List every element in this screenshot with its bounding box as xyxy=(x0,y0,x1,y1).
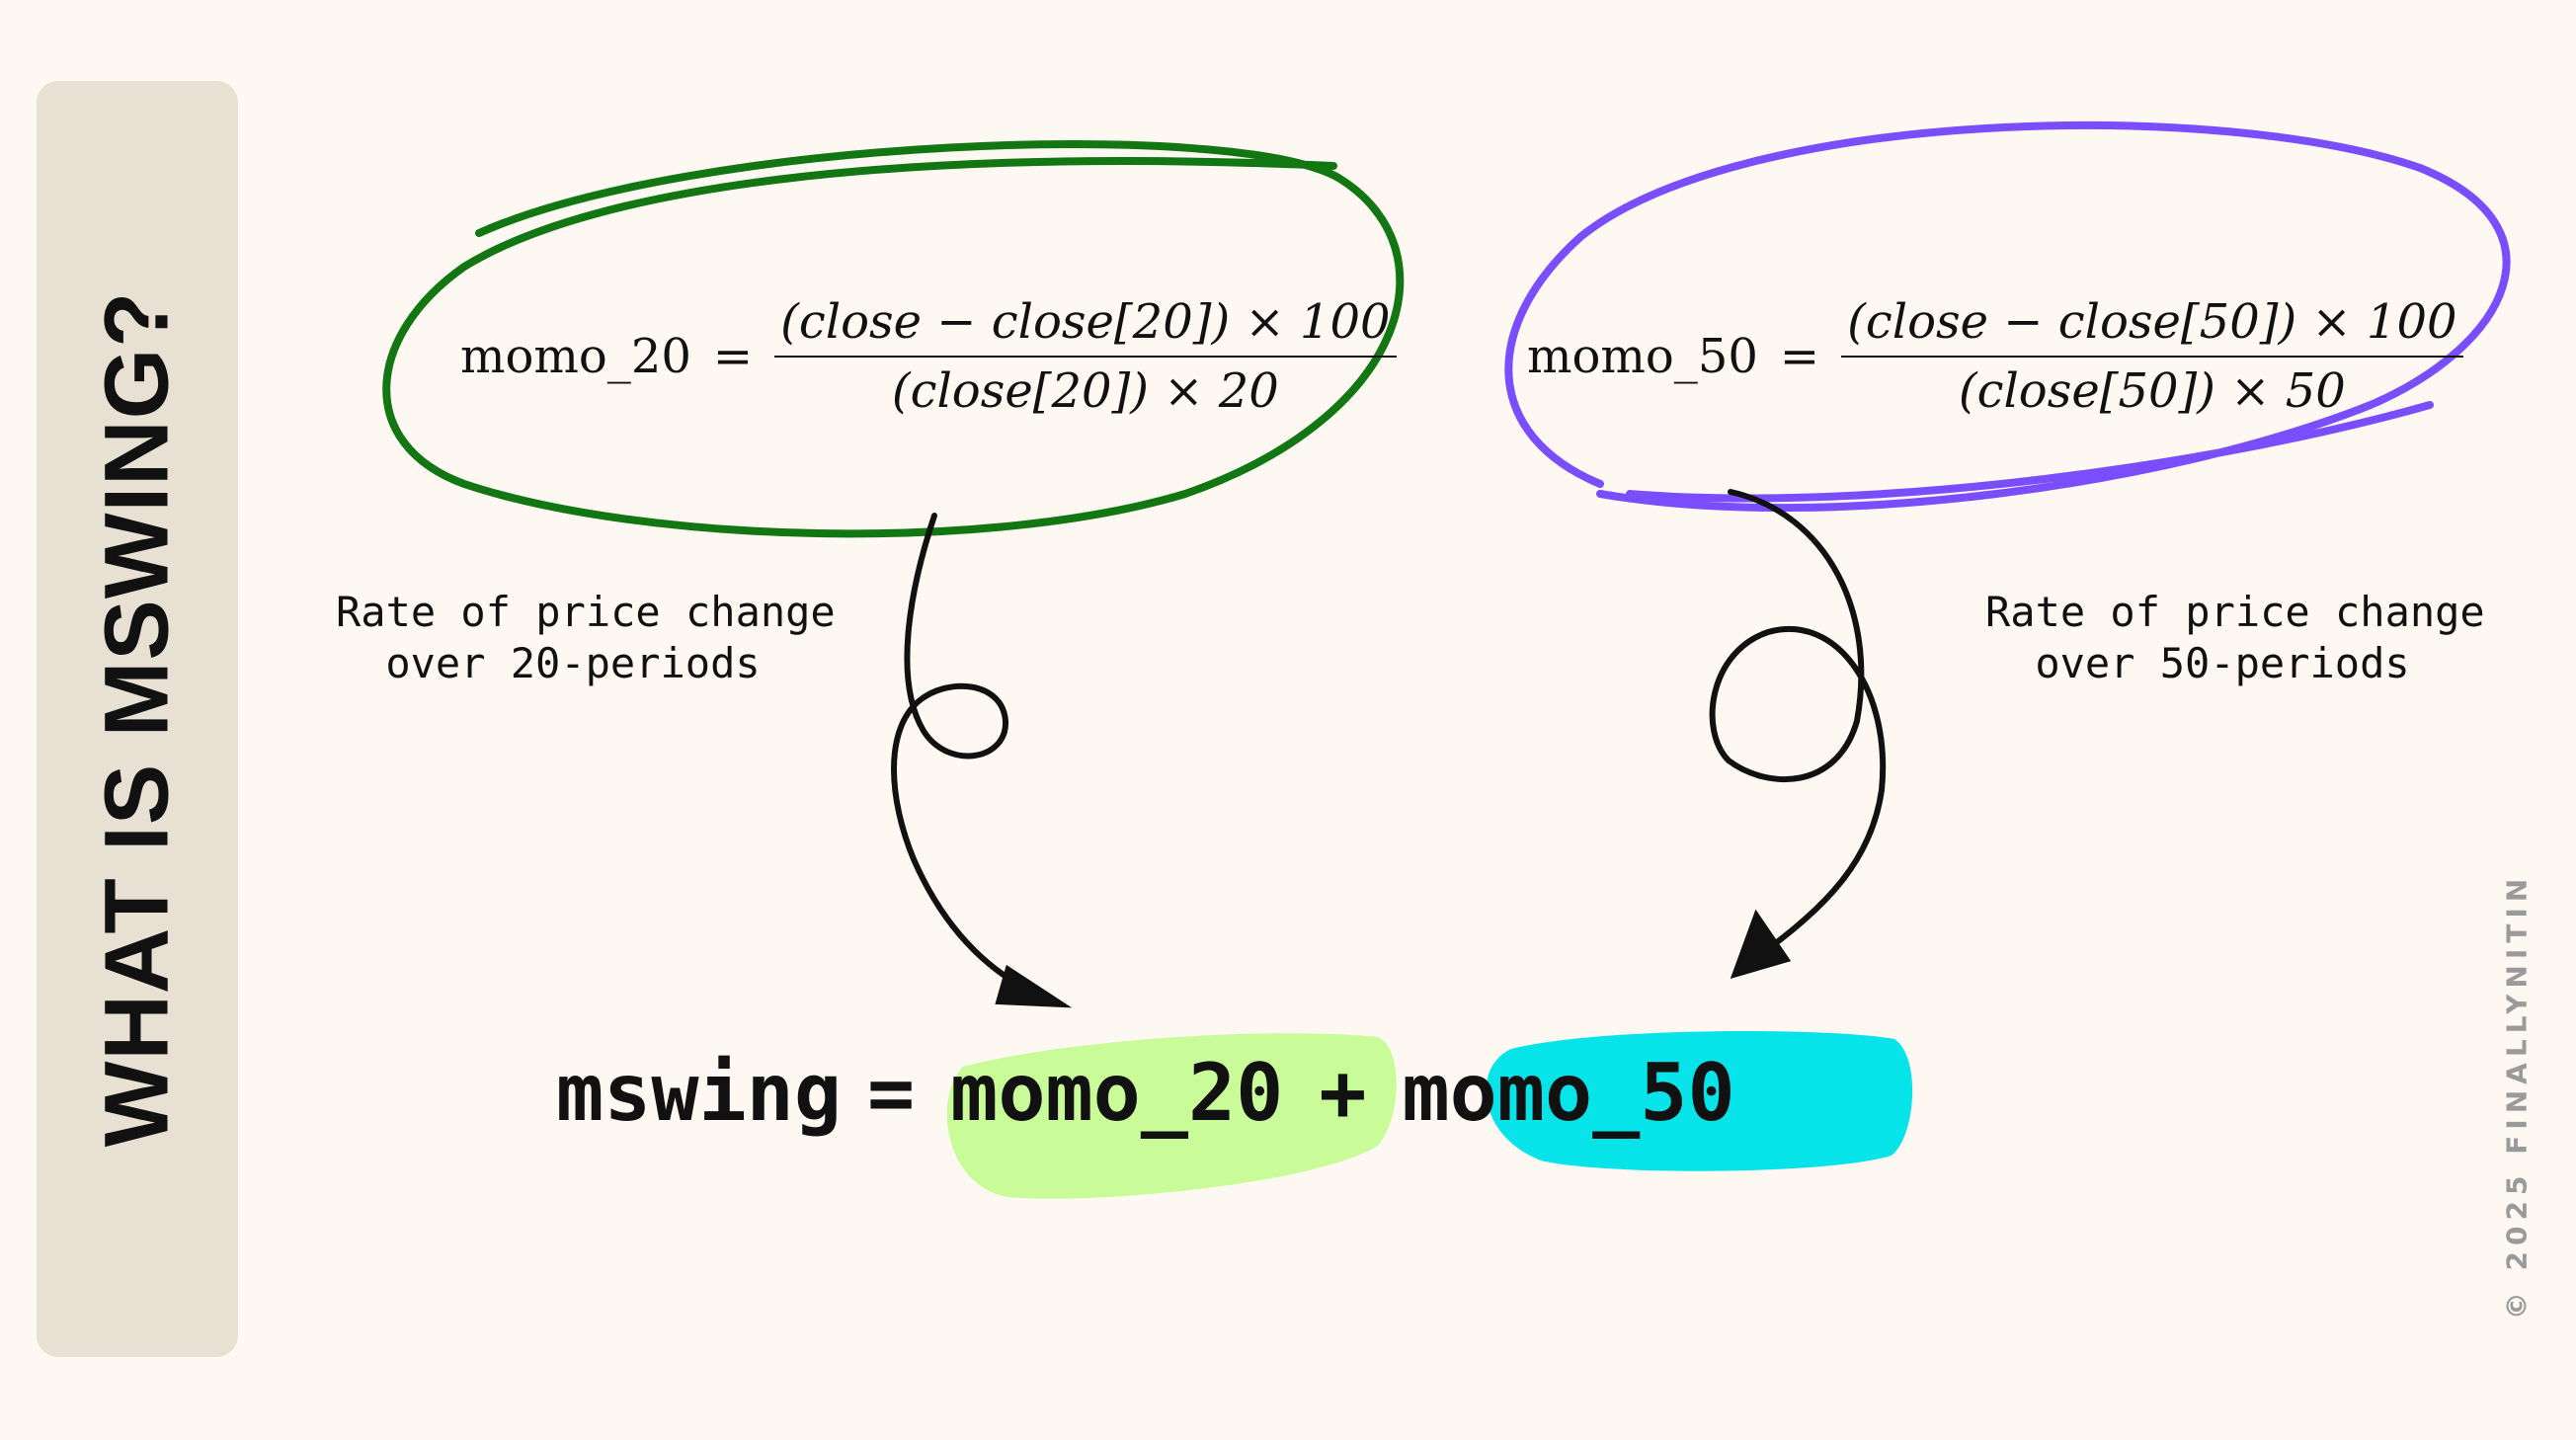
equation-term2: momo_50 xyxy=(1402,1047,1735,1139)
momo20-caption: Rate of price change over 20-periods xyxy=(336,587,836,689)
momo20-numerator: (close − close[20]) × 100 xyxy=(774,294,1397,358)
momo20-lhs: momo_20 xyxy=(460,329,691,384)
momo50-formula: momo_50 = (close − close[50]) × 100 (clo… xyxy=(1527,294,2463,419)
equation-equals: = xyxy=(866,1047,916,1139)
term2-highlight xyxy=(1486,1030,1913,1171)
momo50-fraction: (close − close[50]) × 100 (close[50]) × … xyxy=(1841,294,2463,419)
momo20-caption-line2: over 20-periods xyxy=(385,639,761,687)
momo20-formula: momo_20 = (close − close[20]) × 100 (clo… xyxy=(460,294,1397,419)
momo50-caption: Rate of price change over 50-periods xyxy=(1985,587,2485,689)
momo50-numerator: (close − close[50]) × 100 xyxy=(1841,294,2463,358)
momo20-arrow xyxy=(891,513,1050,1002)
momo50-arrowhead xyxy=(1730,909,1792,980)
mswing-equation: mswing = momo_20 + momo_50 xyxy=(556,1047,1745,1139)
sidebar-panel xyxy=(37,81,238,1357)
momo20-equals: = xyxy=(712,329,754,384)
momo50-circle xyxy=(1504,120,2511,513)
copyright-text: © 2025 FINALLYNITIN xyxy=(2500,872,2534,1320)
momo50-caption-line2: over 50-periods xyxy=(2035,639,2410,687)
equation-lhs: mswing xyxy=(556,1047,842,1139)
momo20-arrowhead xyxy=(995,964,1073,1008)
momo50-caption-line1: Rate of price change xyxy=(1985,588,2485,636)
term1-highlight xyxy=(946,1033,1397,1199)
momo20-circle xyxy=(382,140,1405,538)
momo50-denominator: (close[50]) × 50 xyxy=(1958,363,2346,419)
momo20-denominator: (close[20]) × 20 xyxy=(891,363,1279,419)
momo50-arrow xyxy=(1709,489,1887,966)
momo20-caption-line1: Rate of price change xyxy=(336,588,836,636)
momo50-lhs: momo_50 xyxy=(1527,329,1758,384)
equation-plus: + xyxy=(1319,1047,1367,1139)
momo20-fraction: (close − close[20]) × 100 (close[20]) × … xyxy=(774,294,1397,419)
equation-term1: momo_20 xyxy=(950,1047,1284,1139)
momo50-equals: = xyxy=(1779,329,1820,384)
